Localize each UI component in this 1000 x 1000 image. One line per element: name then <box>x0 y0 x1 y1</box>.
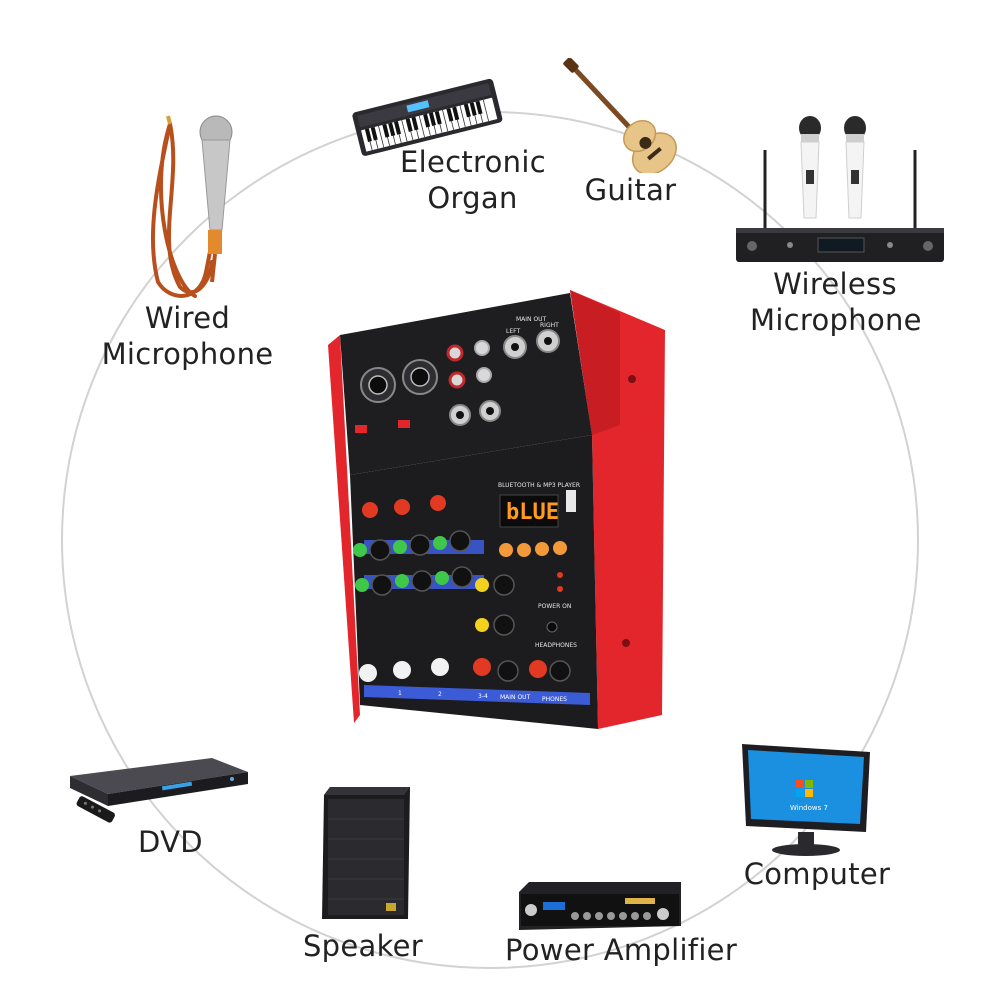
power-on-label: POWER ON <box>538 603 571 610</box>
dvd-label: DVD <box>138 825 203 859</box>
guitar-image <box>563 58 677 173</box>
wireless-microphone-label-line2: Microphone <box>750 303 922 337</box>
wired-microphone-label-line1: Wired <box>144 301 231 335</box>
dvd-player-image <box>70 758 248 823</box>
speaker-image <box>322 787 410 919</box>
strip-label-phones: PHONES <box>542 696 567 703</box>
main-out-top-label: MAIN OUT <box>516 316 547 323</box>
right-label: RIGHT <box>540 322 559 329</box>
computer-label: Computer <box>743 857 891 891</box>
computer-image: Windows 7 <box>742 744 870 856</box>
headphones-label: HEADPHONES <box>535 642 577 649</box>
mixer-display: bLUE <box>506 500 559 525</box>
speaker-label: Speaker <box>302 929 424 963</box>
wired-microphone-label: Wired Microphone <box>100 300 275 372</box>
wired-microphone-label-line2: Microphone <box>101 337 274 371</box>
wired-microphone-image <box>150 115 233 298</box>
electronic-organ-label-line1: Electronic <box>400 145 546 179</box>
strip-label-3-4: 3-4 <box>478 693 488 700</box>
left-label: LEFT <box>506 328 520 335</box>
electronic-organ-label-line2: Organ <box>427 181 518 215</box>
wireless-microphone-label: Wireless Microphone <box>750 266 922 338</box>
wireless-microphone-image <box>736 116 944 262</box>
power-amplifier-image <box>519 882 681 930</box>
strip-label-1: 1 <box>398 690 402 697</box>
strip-label-main-out: MAIN OUT <box>500 694 531 701</box>
audio-mixer-image: MAIN OUT LEFT RIGHT bLUE BLUETOOTH & MP3… <box>328 290 665 729</box>
strip-label-2: 2 <box>438 691 442 698</box>
computer-screen-text: Windows 7 <box>790 804 828 812</box>
electronic-organ-image <box>352 78 503 156</box>
wireless-microphone-label-line1: Wireless <box>773 267 897 301</box>
power-amplifier-label: Power Amplifier <box>505 933 738 967</box>
player-label: BLUETOOTH & MP3 PLAYER <box>498 482 580 489</box>
guitar-label: Guitar <box>584 173 677 207</box>
electronic-organ-label: Electronic Organ <box>400 144 546 216</box>
